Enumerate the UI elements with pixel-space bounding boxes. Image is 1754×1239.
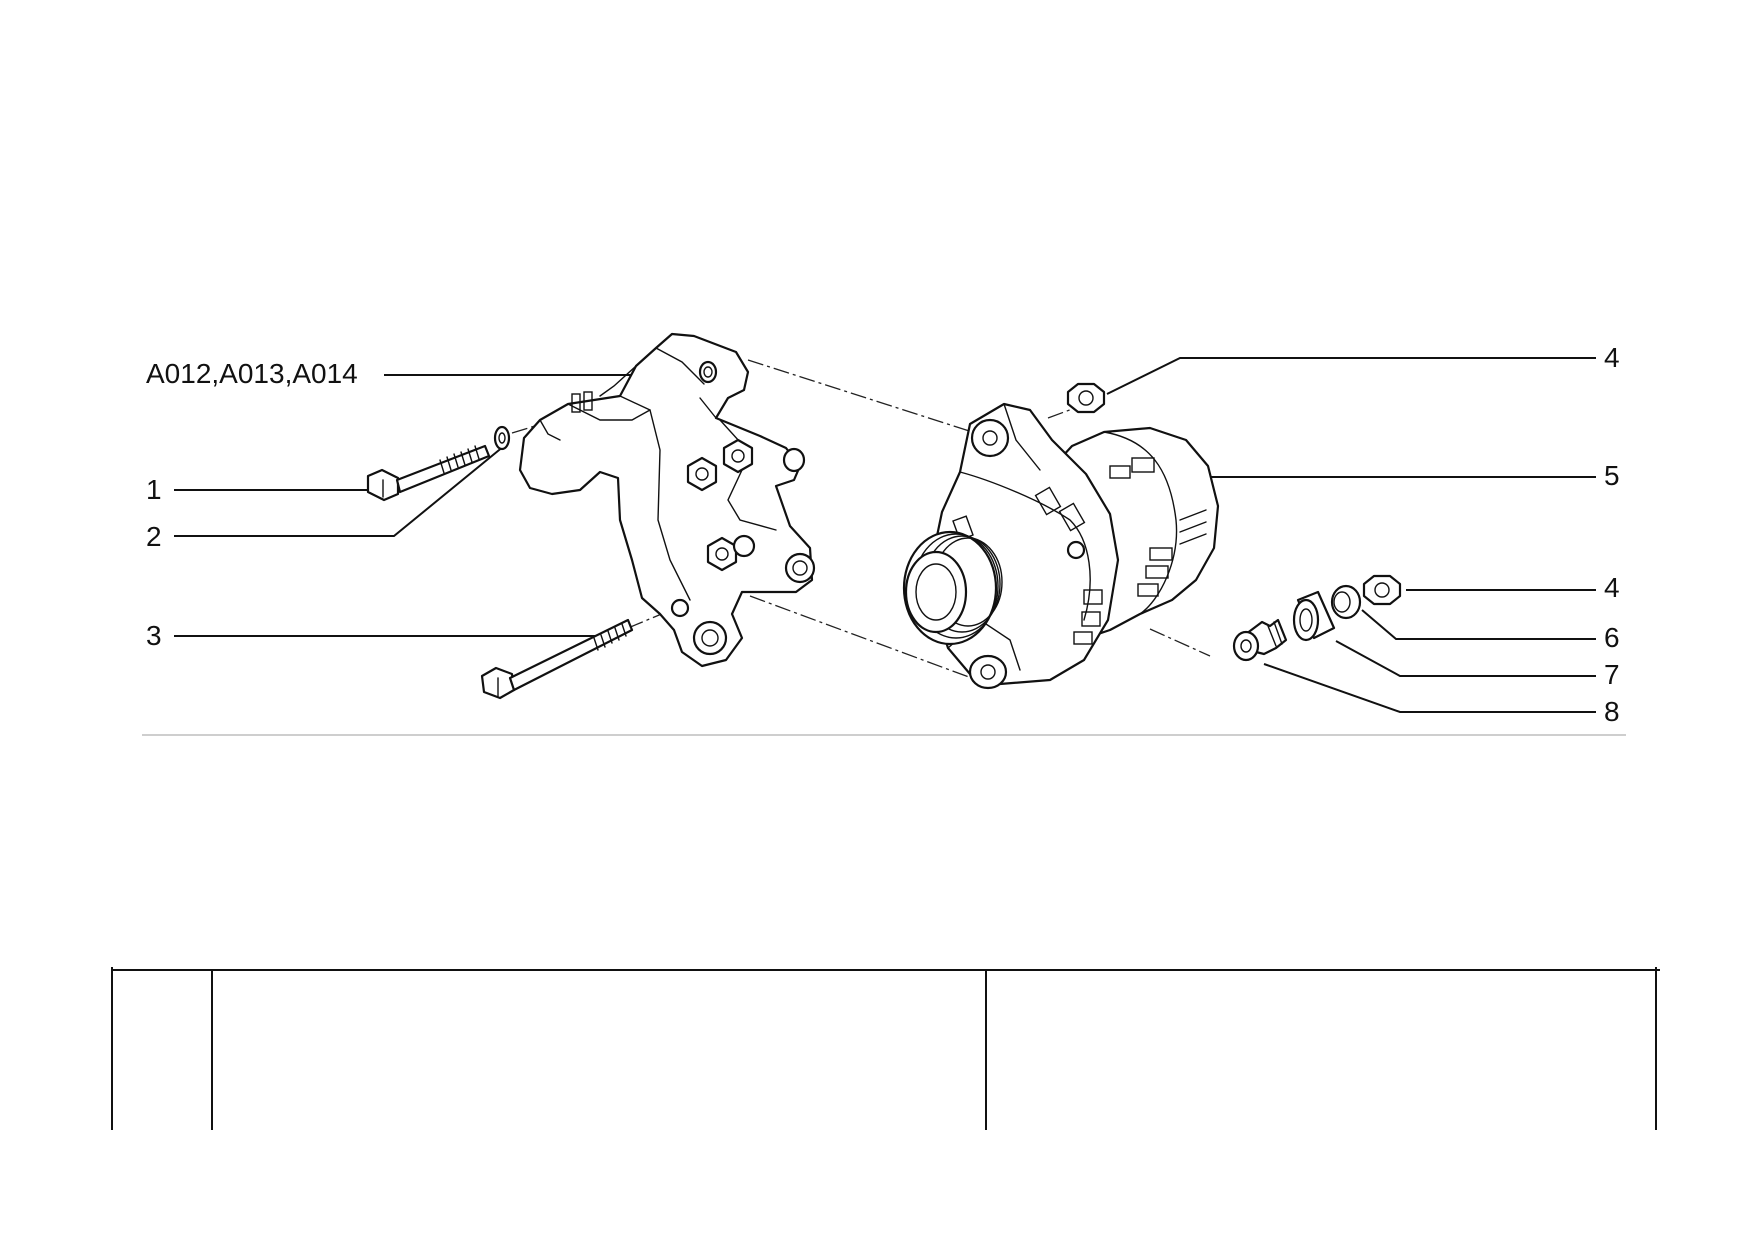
callout-5: 5 [1604, 460, 1620, 491]
leader-6 [1361, 609, 1596, 640]
assembly-line-top [747, 359, 986, 437]
sleeve-icon [1292, 590, 1336, 642]
leader-4-top [1106, 357, 1596, 395]
bolt-icon [366, 444, 491, 502]
callout-2: 2 [146, 521, 162, 552]
bolt-icon [480, 618, 634, 700]
callout-6: 6 [1604, 622, 1620, 653]
leader-lines [174, 357, 1596, 713]
leader-7 [1335, 640, 1596, 677]
washer-icon [493, 425, 511, 451]
callout-3: 3 [146, 620, 162, 651]
callout-4-bottom: 4 [1604, 572, 1620, 603]
bracket-icon [518, 332, 816, 668]
alternator-icon [902, 402, 1220, 690]
nut-icon [1362, 574, 1402, 606]
bushing-icon [1330, 584, 1362, 620]
assembly-line-bottom [749, 595, 986, 684]
callout-1: 1 [146, 474, 162, 505]
screw-plug-icon [1232, 618, 1288, 662]
assembly-line-nut-top [1047, 407, 1076, 419]
callout-8: 8 [1604, 696, 1620, 727]
assembly-line-rear [1149, 628, 1211, 657]
nut-icon [1066, 382, 1106, 414]
group-label: A012,A013,A014 [146, 358, 358, 389]
parts-table [111, 967, 1660, 1130]
leader-2 [174, 445, 505, 537]
callout-4-top: 4 [1604, 342, 1620, 373]
leader-8 [1263, 663, 1596, 713]
callout-7: 7 [1604, 659, 1620, 690]
